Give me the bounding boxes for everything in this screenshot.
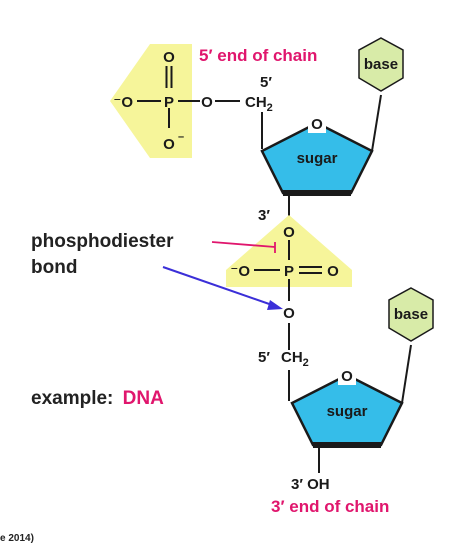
top-ring-to-base-bond xyxy=(371,94,382,152)
five-prime-end-label: 5′ end of chain xyxy=(199,46,317,65)
linkage-double-bond-o: O xyxy=(327,263,339,280)
top-five-prime-label: 5′ xyxy=(260,74,272,91)
top-ring-o-gap xyxy=(308,114,326,133)
blue-arrow-head xyxy=(267,300,283,310)
bottom-base-hexagon xyxy=(388,287,434,342)
top-base-hexagon xyxy=(358,37,404,92)
three-prime-end-label: 3′ end of chain xyxy=(271,497,389,516)
bottom-ch2: CH2 xyxy=(281,349,309,369)
phosphodiester-label: phosphodiester xyxy=(31,231,174,252)
top-ring-o: O xyxy=(311,116,323,133)
caption-fragment: e 2014) xyxy=(0,533,34,543)
bond-pointer-line xyxy=(211,241,276,248)
top-phosphate-bonds xyxy=(137,66,240,128)
blue-arrow-shaft xyxy=(162,266,276,307)
bottom-base-label: base xyxy=(394,306,428,323)
example-dna: DNA xyxy=(123,388,164,409)
bottom-ring-o: O xyxy=(341,368,353,385)
bottom-ring-o-gap xyxy=(338,366,356,385)
linkage-three-prime: 3′ xyxy=(258,207,270,224)
bond-label: bond xyxy=(31,257,77,278)
bottom-five-prime-label: 5′ xyxy=(258,349,270,366)
three-prime-oh: 3′ OH xyxy=(291,476,330,493)
top-phosphate-o-minus-left: ⁻O xyxy=(113,94,133,111)
top-phosphate-o-bottom-charge: – xyxy=(178,131,184,143)
linkage-p: P xyxy=(284,263,294,280)
top-phosphate-p: P xyxy=(164,94,174,111)
bottom-sugar-label: sugar xyxy=(327,403,368,420)
top-ch2: CH2 xyxy=(245,94,273,114)
top-sugar-label: sugar xyxy=(297,150,338,167)
linkage-o-lower: O xyxy=(283,305,295,322)
example-label: example: DNA xyxy=(31,388,164,409)
linkage-bonds xyxy=(254,240,322,350)
top-phosphate-o-top: O xyxy=(163,49,175,66)
bottom-ring-to-base-bond xyxy=(401,344,412,404)
linkage-o-minus-left: ⁻O xyxy=(230,263,250,280)
linkage-o-upper: O xyxy=(283,224,295,241)
top-base-label: base xyxy=(364,56,398,73)
top-phosphate-o-bottom: O xyxy=(163,136,175,153)
top-phosphate-ester-o: O xyxy=(201,94,213,111)
